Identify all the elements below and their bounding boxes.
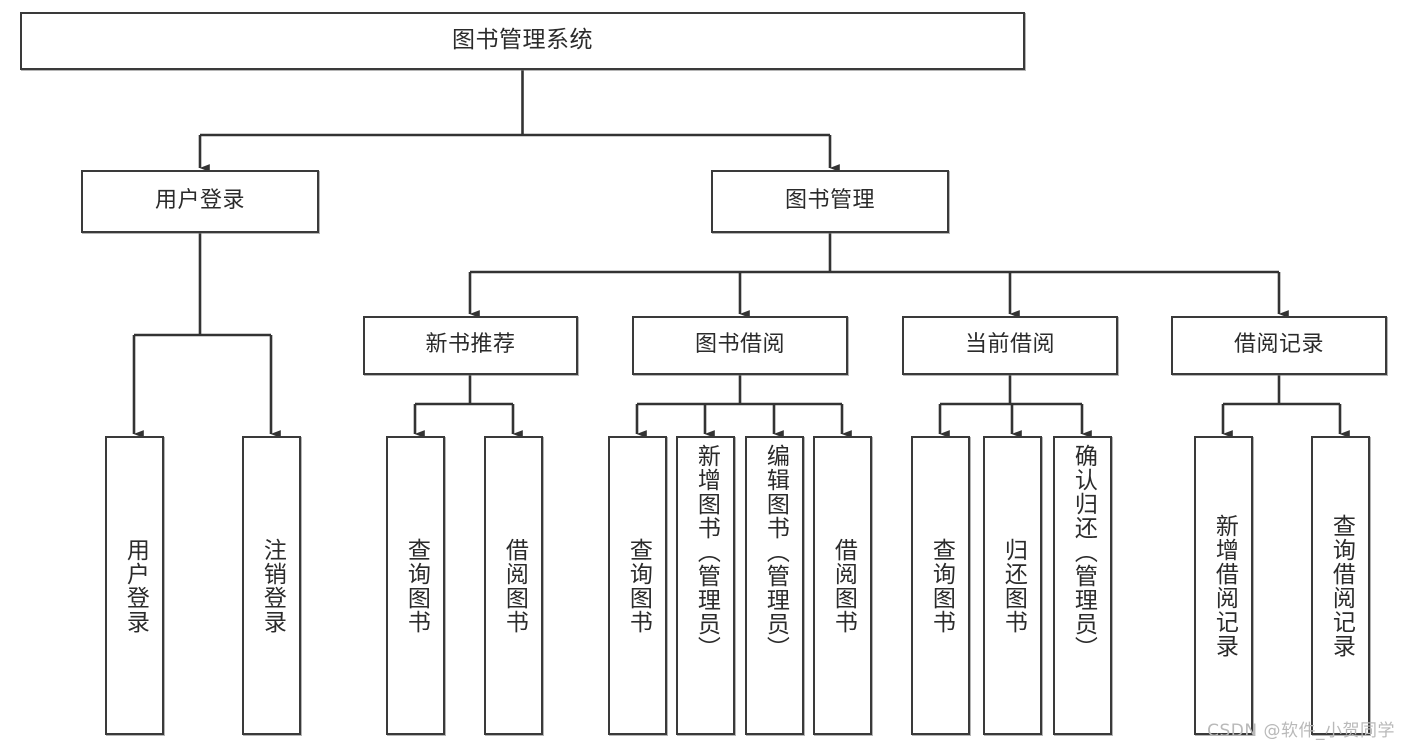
node-label-leaf-confirm-return: 确认归还（管理员） (1070, 444, 1097, 660)
node-leaf-query-book-1[interactable]: 查询图书 (386, 436, 445, 735)
node-label-leaf-borrow-book-1: 借阅图书 (501, 537, 528, 634)
node-label-leaf-edit-book: 编辑图书（管理员） (762, 444, 789, 660)
node-label-root: 图书管理系统 (452, 27, 593, 54)
node-user-login[interactable]: 用户登录 (81, 170, 319, 233)
node-label-current-borrow: 当前借阅 (964, 332, 1055, 358)
node-label-leaf-query-book-1: 查询图书 (403, 537, 430, 634)
node-leaf-query-record[interactable]: 查询借阅记录 (1311, 436, 1370, 735)
node-label-user-login: 用户登录 (154, 188, 245, 214)
node-leaf-add-book[interactable]: 新增图书（管理员） (676, 436, 735, 735)
node-leaf-edit-book[interactable]: 编辑图书（管理员） (745, 436, 804, 735)
node-label-book-borrow: 图书借阅 (694, 332, 785, 358)
node-leaf-return-book[interactable]: 归还图书 (983, 436, 1042, 735)
node-label-book-manage: 图书管理 (784, 188, 875, 214)
node-leaf-borrow-book-1[interactable]: 借阅图书 (484, 436, 543, 735)
node-label-leaf-add-book: 新增图书（管理员） (693, 444, 720, 660)
node-label-borrow-record: 借阅记录 (1233, 332, 1324, 358)
node-label-leaf-return-book: 归还图书 (1000, 537, 1027, 634)
node-book-borrow[interactable]: 图书借阅 (632, 316, 848, 375)
node-leaf-user-login[interactable]: 用户登录 (105, 436, 164, 735)
node-leaf-query-book-3[interactable]: 查询图书 (911, 436, 970, 735)
node-label-leaf-borrow-book-2: 借阅图书 (830, 537, 857, 634)
node-root[interactable]: 图书管理系统 (20, 12, 1025, 70)
node-label-new-book-recommend: 新书推荐 (425, 332, 516, 358)
node-new-book-recommend[interactable]: 新书推荐 (363, 316, 578, 375)
node-label-leaf-user-login: 用户登录 (122, 537, 149, 634)
node-current-borrow[interactable]: 当前借阅 (902, 316, 1118, 375)
node-leaf-query-book-2[interactable]: 查询图书 (608, 436, 667, 735)
node-leaf-confirm-return[interactable]: 确认归还（管理员） (1053, 436, 1112, 735)
node-label-leaf-logout: 注销登录 (259, 537, 286, 634)
node-borrow-record[interactable]: 借阅记录 (1171, 316, 1387, 375)
node-leaf-add-record[interactable]: 新增借阅记录 (1194, 436, 1253, 735)
node-label-leaf-query-book-2: 查询图书 (625, 537, 652, 634)
node-leaf-logout[interactable]: 注销登录 (242, 436, 301, 735)
node-label-leaf-add-record: 新增借阅记录 (1211, 513, 1238, 658)
node-book-manage[interactable]: 图书管理 (711, 170, 949, 233)
node-leaf-borrow-book-2[interactable]: 借阅图书 (813, 436, 872, 735)
watermark-credit: CSDN @软件_小贺同学 (1207, 721, 1395, 741)
node-label-leaf-query-record: 查询借阅记录 (1328, 513, 1355, 658)
node-label-leaf-query-book-3: 查询图书 (928, 537, 955, 634)
